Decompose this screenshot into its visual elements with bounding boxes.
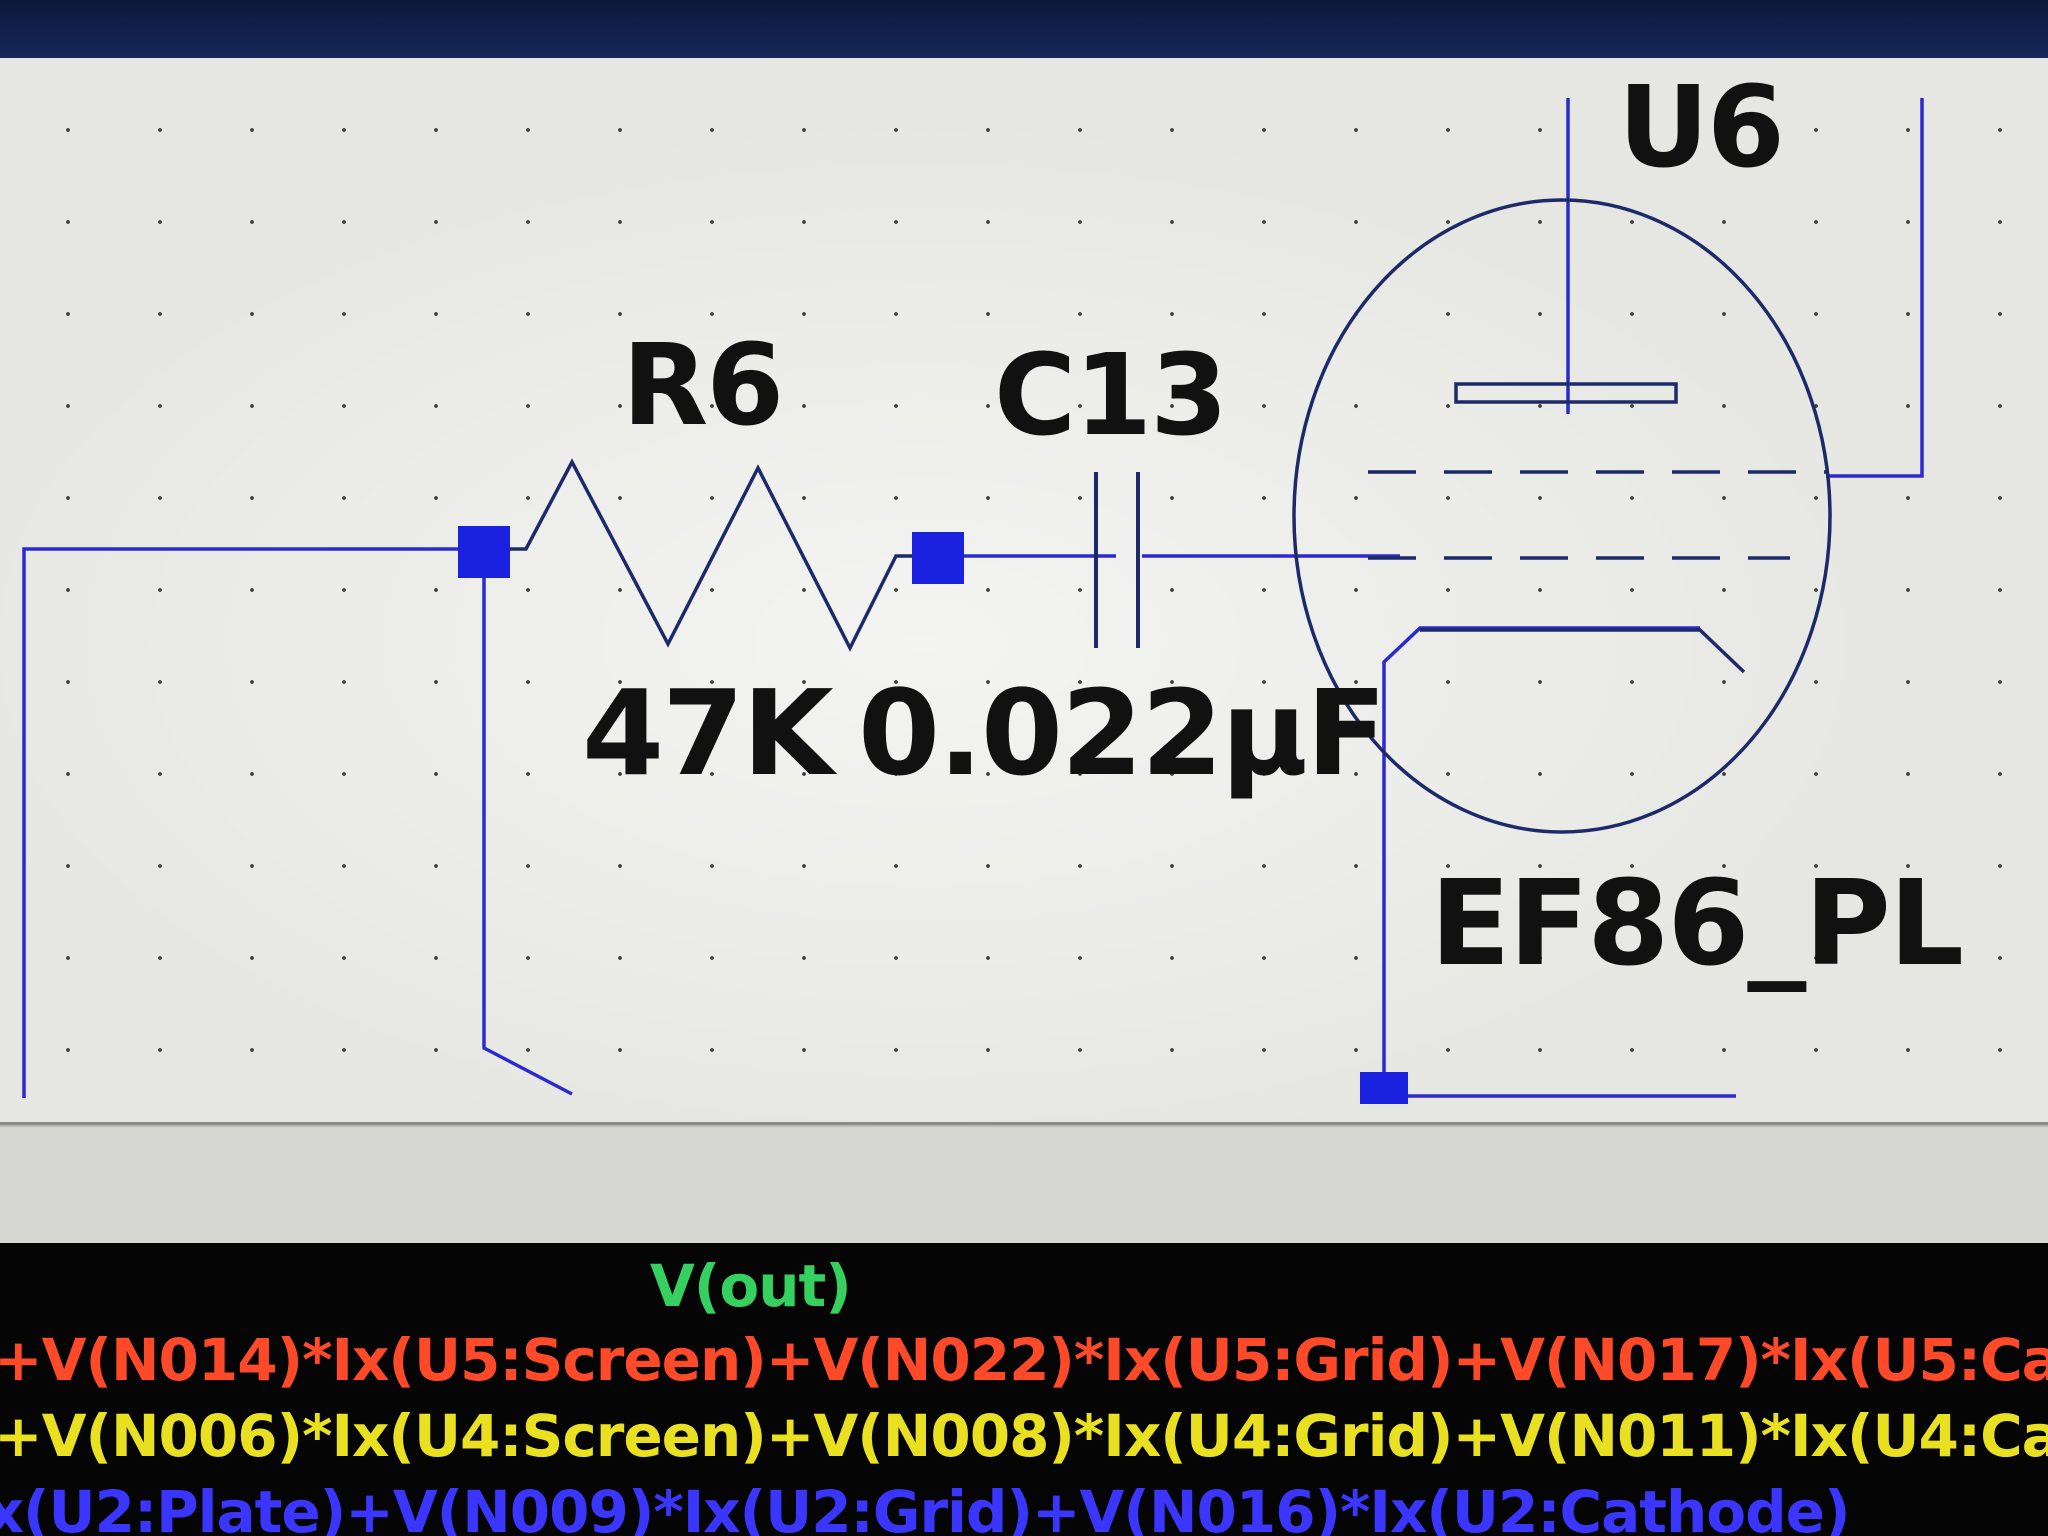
junction-r6-right[interactable] — [912, 532, 964, 584]
trace-label-u4-expression[interactable]: +V(N006)*Ix(U4:Screen)+V(N008)*Ix(U4:Gri… — [0, 1402, 2048, 1470]
wire-screen[interactable] — [1826, 98, 1924, 478]
tube-plate — [1454, 382, 1678, 404]
wire-left-down[interactable] — [482, 549, 573, 1096]
pane-divider-strip — [0, 1125, 2048, 1245]
junction-r6-left[interactable] — [458, 526, 510, 578]
junctions — [458, 526, 1408, 1104]
waveform-viewer[interactable]: V(out) +V(N014)*Ix(U5:Screen)+V(N022)*Ix… — [0, 1243, 2048, 1536]
trace-label-u5-expression[interactable]: +V(N014)*Ix(U5:Screen)+V(N022)*Ix(U5:Gri… — [0, 1326, 2048, 1394]
wires — [22, 98, 1924, 1098]
tube-u6-symbol[interactable] — [1292, 198, 1832, 834]
resistor-r6-symbol[interactable] — [506, 458, 938, 652]
capacitor-c13-symbol[interactable] — [1094, 472, 1140, 648]
schematic-canvas[interactable]: R6 47K C13 0.022µF U6 EF86_PL — [0, 58, 2048, 1125]
trace-label-vout[interactable]: V(out) — [650, 1252, 852, 1320]
schematic-drawing — [22, 98, 1924, 1104]
resistor-ref-label: R6 — [622, 321, 784, 451]
capacitor-value-label: 0.022µF — [858, 664, 1387, 802]
tube-cathode — [1420, 628, 1746, 674]
wire-left-input[interactable] — [22, 547, 484, 1098]
trace-label-u2-expression[interactable]: Ix(U2:Plate)+V(N009)*Ix(U2:Grid)+V(N016)… — [0, 1478, 1850, 1536]
wire-cathode[interactable] — [1382, 626, 1700, 1088]
tube-model-label: EF86_PL — [1430, 854, 1964, 992]
resistor-value-label: 47K — [582, 664, 834, 802]
capacitor-ref-label: C13 — [994, 331, 1228, 461]
junction-cathode[interactable] — [1360, 1072, 1408, 1104]
tube-ref-label: U6 — [1618, 63, 1785, 193]
